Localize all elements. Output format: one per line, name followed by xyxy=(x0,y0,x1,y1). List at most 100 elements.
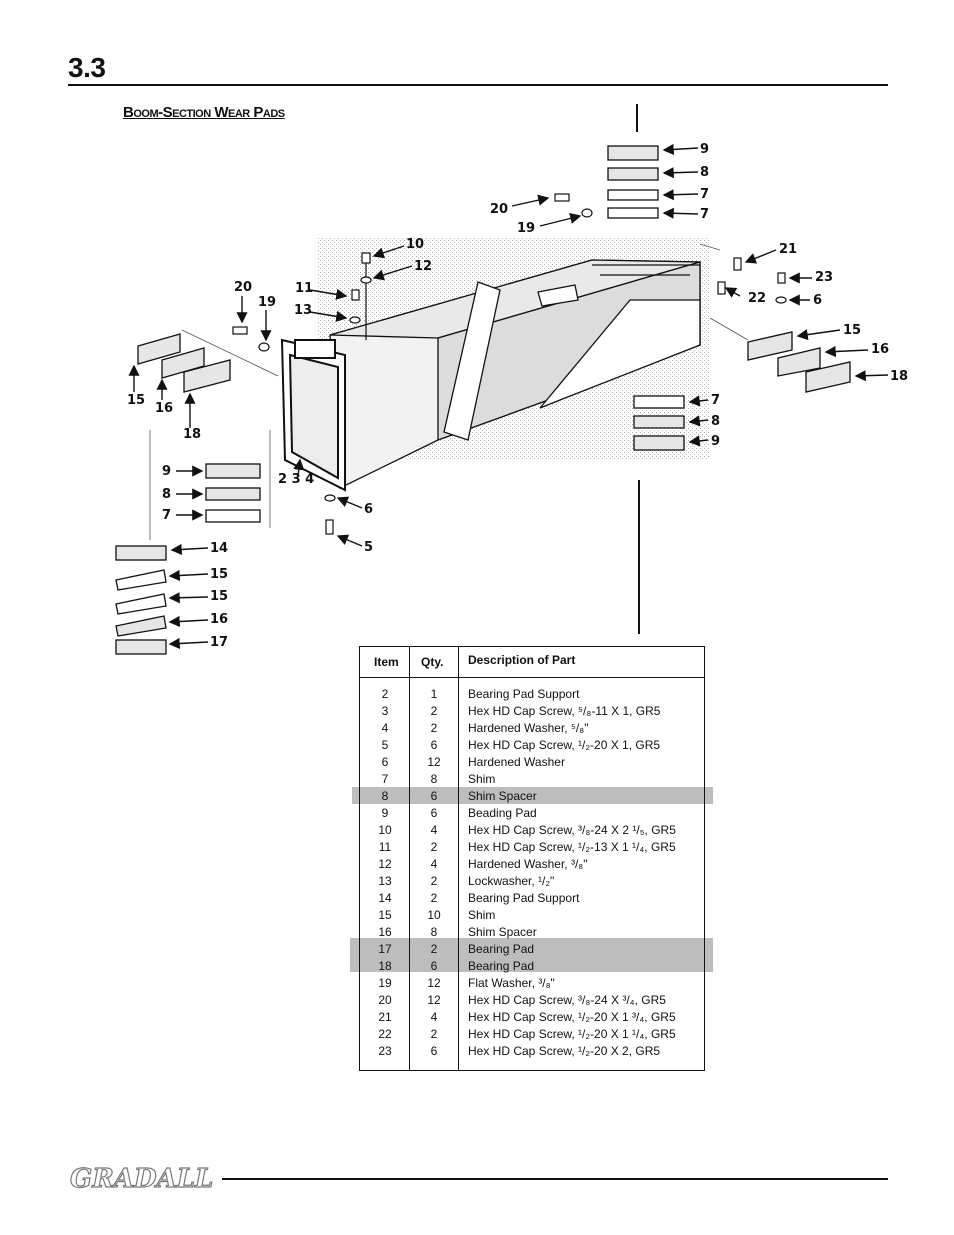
qty-cell: 12 xyxy=(427,993,441,1007)
description-cell: Hex HD Cap Screw, ³/₈-24 X ³/₄, GR5 xyxy=(468,993,666,1007)
description-cell: Lockwasher, ¹/₂" xyxy=(468,874,555,888)
table-row: 6 12 Hardened Washer xyxy=(360,754,706,771)
callout-label: 14 xyxy=(210,541,228,556)
item-cell: 6 xyxy=(381,755,389,769)
item-cell: 10 xyxy=(378,823,392,837)
callout-label: 9 xyxy=(700,142,709,157)
qty-cell: 6 xyxy=(430,806,438,820)
row-highlight xyxy=(352,787,713,804)
middle-left-pads xyxy=(205,463,261,523)
callout-label: 8 xyxy=(162,487,171,502)
callout-label: 15 xyxy=(127,393,145,408)
callout-label: 21 xyxy=(779,242,797,257)
section-title: Boom-Section Wear Pads xyxy=(123,104,285,121)
callout-label: 7 xyxy=(700,207,709,222)
table-row: 17 2 Bearing Pad xyxy=(360,941,706,958)
qty-cell: 4 xyxy=(430,1010,438,1024)
qty-cell: 6 xyxy=(430,789,438,803)
qty-cell: 2 xyxy=(430,942,438,956)
qty-cell: 2 xyxy=(430,721,438,735)
table-row: 4 2 Hardened Washer, ⁵/₈" xyxy=(360,720,706,737)
callout-label: 6 xyxy=(813,293,822,308)
item-cell: 15 xyxy=(378,908,392,922)
description-cell: Bearing Pad xyxy=(468,942,535,956)
header-item: Item xyxy=(374,655,399,669)
top-pad-stack xyxy=(607,145,659,219)
description-cell: Beading Pad xyxy=(468,806,537,820)
description-cell: Shim Spacer xyxy=(468,925,537,939)
callout-label: 7 xyxy=(711,393,720,408)
description-cell: Flat Washer, ³/₈" xyxy=(468,976,555,990)
callout-label: 18 xyxy=(890,369,908,384)
item-cell: 14 xyxy=(378,891,392,905)
item-cell: 2 xyxy=(381,687,389,701)
description-cell: Hex HD Cap Screw, ¹/₂-20 X 1 ³/₄, GR5 xyxy=(468,1010,676,1024)
item-cell: 8 xyxy=(381,789,389,803)
table-row: 3 2 Hex HD Cap Screw, ⁵/₈-11 X 1, GR5 xyxy=(360,703,706,720)
callout-label: 19 xyxy=(517,221,535,236)
item-cell: 5 xyxy=(381,738,389,752)
qty-cell: 4 xyxy=(430,857,438,871)
qty-cell: 12 xyxy=(427,755,441,769)
left-upper-pads xyxy=(137,333,231,393)
description-cell: Hex HD Cap Screw, ¹/₂-20 X 1 ¹/₄, GR5 xyxy=(468,1027,676,1041)
callout-label: 6 xyxy=(364,502,373,517)
section-number: 3.3 xyxy=(68,52,106,83)
description-cell: Bearing Pad Support xyxy=(468,891,580,905)
bearing-pad-support-frame xyxy=(280,338,346,492)
callout-label: 9 xyxy=(162,464,171,479)
qty-cell: 2 xyxy=(430,891,438,905)
boom-section xyxy=(329,259,701,490)
callout-label: 10 xyxy=(406,237,424,252)
description-cell: Bearing Pad Support xyxy=(468,687,580,701)
gradall-logo: GRADALL xyxy=(69,1163,214,1194)
item-cell: 3 xyxy=(381,704,389,718)
item-cell: 11 xyxy=(378,840,392,854)
qty-cell: 6 xyxy=(430,959,438,973)
item-cell: 4 xyxy=(381,721,389,735)
qty-cell: 2 xyxy=(430,874,438,888)
alignment-lines xyxy=(149,243,749,540)
callout-label: 11 xyxy=(295,281,313,296)
table-row: 14 2 Bearing Pad Support xyxy=(360,890,706,907)
leader-arrows xyxy=(128,143,889,650)
description-cell: Hex HD Cap Screw, ⁵/₈-11 X 1, GR5 xyxy=(468,704,661,718)
item-cell: 23 xyxy=(378,1044,392,1058)
callout-label: 13 xyxy=(294,303,312,318)
description-cell: Hardened Washer, ⁵/₈" xyxy=(468,721,589,735)
description-cell: Hex HD Cap Screw, ¹/₂-20 X 1, GR5 xyxy=(468,738,661,752)
qty-cell: 2 xyxy=(430,704,438,718)
item-cell: 7 xyxy=(381,772,389,786)
callout-label: 16 xyxy=(210,612,228,627)
column-divider xyxy=(409,647,410,1070)
callout-label: 8 xyxy=(711,414,720,429)
lower-right-pads xyxy=(633,395,685,451)
description-cell: Hardened Washer xyxy=(468,755,565,769)
description-cell: Shim xyxy=(468,908,496,922)
qty-cell: 4 xyxy=(430,823,438,837)
qty-cell: 12 xyxy=(427,976,441,990)
callout-label: 16 xyxy=(871,342,889,357)
header-rule xyxy=(68,84,888,86)
item-cell: 17 xyxy=(378,942,392,956)
description-cell: Hex HD Cap Screw, ¹/₂-20 X 2, GR5 xyxy=(468,1044,661,1058)
qty-cell: 2 xyxy=(430,1027,438,1041)
parts-table-header: Item Qty. Description of Part xyxy=(360,647,704,678)
callout-label: 9 xyxy=(711,434,720,449)
description-cell: Bearing Pad xyxy=(468,959,535,973)
callout-label: 15 xyxy=(843,323,861,338)
qty-cell: 8 xyxy=(430,772,438,786)
callout-label: 2 3 4 xyxy=(278,472,314,487)
item-cell: 16 xyxy=(378,925,392,939)
